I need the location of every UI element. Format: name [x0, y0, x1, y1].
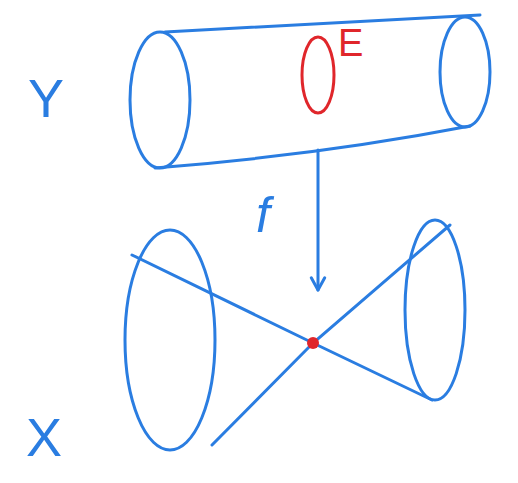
double-cone-space-outline	[20, 290, 490, 470]
space-name: X	[26, 410, 62, 464]
singular-point	[307, 337, 319, 349]
subvariety-label: E	[338, 24, 363, 62]
space-name: Y	[28, 71, 64, 125]
cylinder-space-outline	[20, 5, 495, 150]
map-arrow	[311, 150, 324, 290]
double-cone-space: X	[20, 290, 490, 470]
exceptional-divisor	[302, 37, 334, 113]
map-name: f	[256, 190, 270, 240]
cylinder-space: Y	[20, 5, 495, 150]
